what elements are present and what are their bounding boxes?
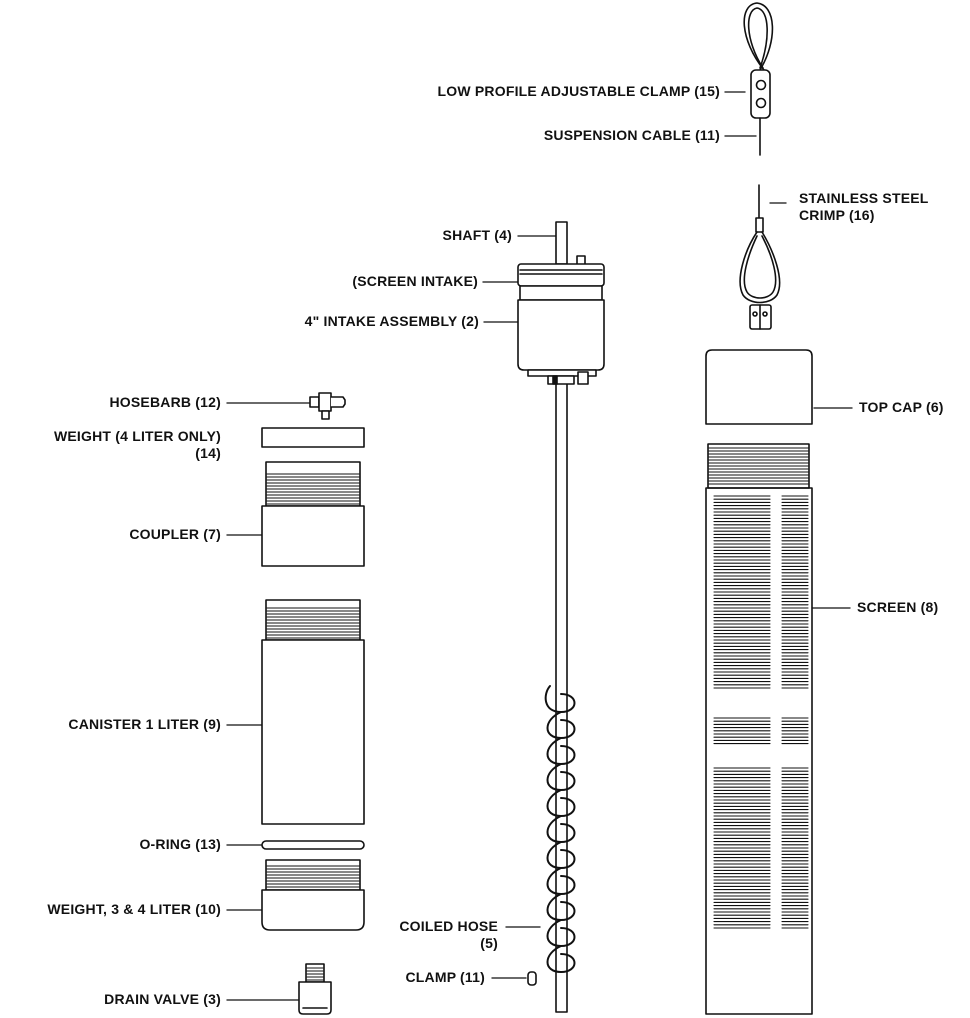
weight-3-4-liter-part [261, 859, 365, 931]
label-canister: CANISTER 1 LITER (9) [68, 716, 221, 732]
label-coiled-hose-line2: (5) [480, 935, 498, 951]
label-adjustable-clamp: LOW PROFILE ADJUSTABLE CLAMP (15) [437, 83, 720, 99]
label-crimp-line2: CRIMP (16) [799, 207, 875, 223]
label-suspension-cable: SUSPENSION CABLE (11) [543, 127, 720, 143]
steel-crimp-part [739, 217, 781, 330]
top-cap-part [705, 349, 813, 425]
label-drain-valve: DRAIN VALVE (3) [104, 991, 221, 1007]
label-crimp-line1: STAINLESS STEEL [799, 190, 929, 206]
canister-part [261, 599, 365, 825]
label-weight-4-line1: WEIGHT (4 LITER ONLY) [53, 428, 221, 444]
small-clamp-part [527, 971, 537, 986]
o-ring-part [261, 840, 365, 850]
leader-lines [226, 91, 853, 1001]
label-intake-assembly: 4" INTAKE ASSEMBLY (2) [304, 313, 479, 329]
label-small-clamp: CLAMP (11) [405, 969, 485, 985]
adjustable-clamp-part [743, 2, 774, 119]
label-shaft: SHAFT (4) [442, 227, 512, 243]
label-top-cap: TOP CAP (6) [859, 399, 944, 415]
suspension-cable-part [758, 117, 761, 219]
label-coupler: COUPLER (7) [129, 526, 221, 542]
weight-4-liter-part [261, 427, 365, 448]
coupler-part [261, 461, 365, 567]
label-screen: SCREEN (8) [857, 599, 939, 615]
drain-valve-part [298, 963, 332, 1015]
label-o-ring: O-RING (13) [139, 836, 221, 852]
coiled-hose-part [544, 685, 576, 973]
intake-assembly-part [517, 255, 605, 385]
hosebarb-part [309, 392, 346, 420]
label-coiled-hose-line1: COILED HOSE [399, 918, 498, 934]
label-hosebarb: HOSEBARB (12) [109, 394, 221, 410]
label-screen-intake: (SCREEN INTAKE) [352, 273, 478, 289]
screen-part [705, 443, 813, 1015]
label-weight-4-line2: (14) [195, 445, 221, 461]
label-weight-3-4: WEIGHT, 3 & 4 LITER (10) [47, 901, 221, 917]
